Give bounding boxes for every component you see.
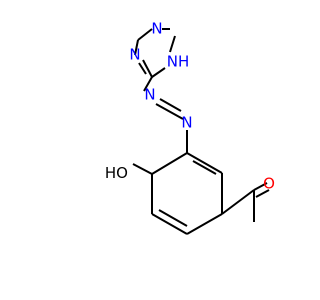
bond bbox=[159, 98, 182, 112]
bond bbox=[186, 213, 223, 235]
bond bbox=[137, 28, 153, 41]
atom-label-n-azo1: N bbox=[181, 114, 192, 132]
bond bbox=[143, 76, 153, 92]
bond bbox=[151, 152, 188, 175]
bond bbox=[155, 103, 184, 120]
bonds bbox=[132, 28, 270, 235]
bond bbox=[255, 189, 270, 198]
bond bbox=[253, 182, 268, 191]
bond bbox=[151, 213, 188, 235]
bond bbox=[134, 39, 139, 56]
bond bbox=[192, 160, 217, 175]
bond bbox=[138, 62, 147, 75]
bond bbox=[186, 152, 223, 174]
bond bbox=[142, 59, 153, 78]
atom-label-n-ring1: N bbox=[129, 46, 140, 64]
bond bbox=[169, 35, 176, 53]
atom-labels: HO N N N N NH O bbox=[105, 20, 275, 193]
atom-label-o-carbonyl: O bbox=[263, 175, 275, 193]
atom-label-n-azo2: N bbox=[144, 86, 155, 104]
bond bbox=[151, 67, 166, 78]
structure-canvas: HO N N N N NH O bbox=[105, 20, 275, 235]
atom-label-nh: NH bbox=[167, 53, 190, 71]
bond bbox=[132, 163, 153, 175]
bond bbox=[221, 189, 255, 215]
atom-label-n-ring2: N bbox=[151, 20, 162, 38]
molecule-structure: HO N N N N NH O bbox=[105, 20, 275, 235]
bond bbox=[158, 209, 188, 227]
atom-label-ho: HO bbox=[105, 164, 128, 182]
